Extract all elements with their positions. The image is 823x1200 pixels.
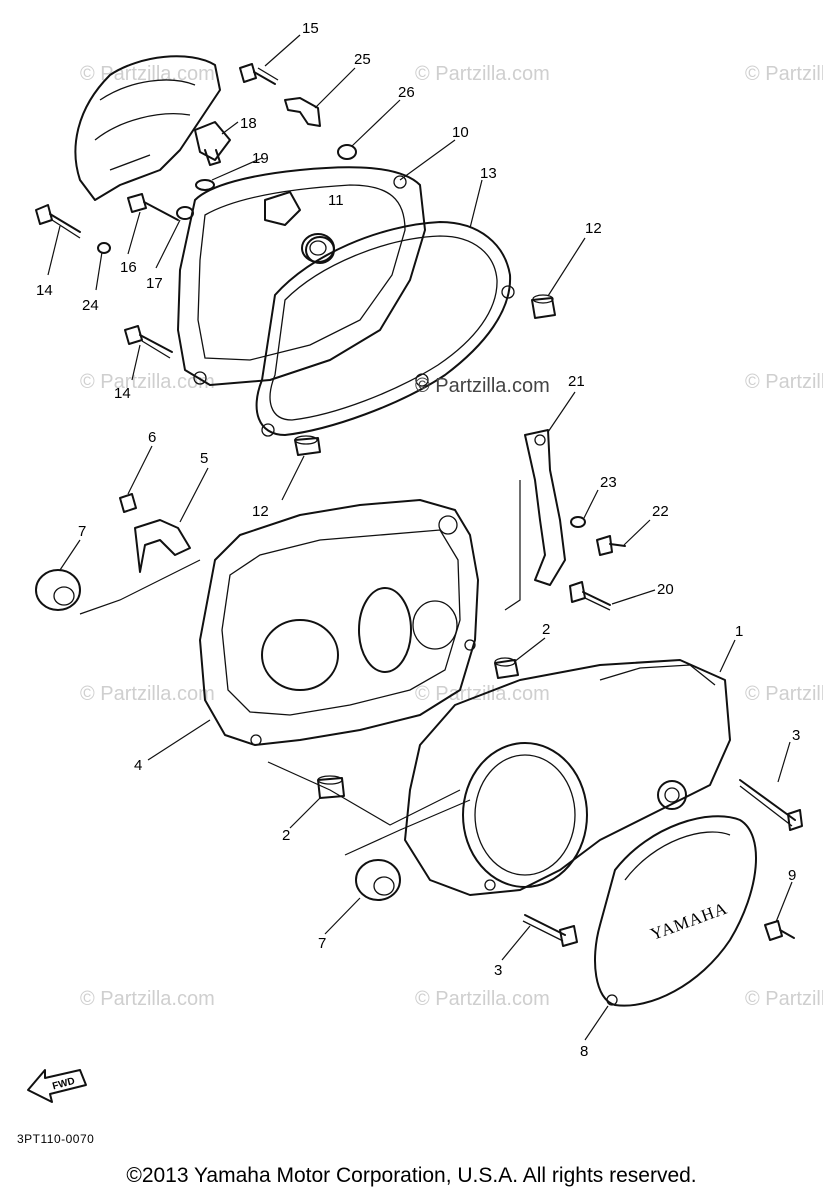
part-side-cover-8: YAMAHA <box>594 815 795 1007</box>
callout-label: 18 <box>240 115 257 132</box>
watermarks: © Partzilla.com © Partzilla.com © Partzi… <box>80 63 823 1010</box>
leader-lines <box>47 34 793 1041</box>
diagram-code: 3PT110-0070 <box>17 1132 95 1146</box>
watermark: © Partzilla.com <box>745 371 823 393</box>
callout-label: 8 <box>580 1043 588 1060</box>
parts-bolts-3 <box>522 779 803 947</box>
callouts: 15 25 26 18 10 19 13 11 12 14 24 16 17 1… <box>36 20 800 1060</box>
callout-label: 5 <box>200 450 208 467</box>
callout-label: 20 <box>657 581 674 598</box>
watermark: © Partzilla.com <box>80 371 215 393</box>
watermark: © Partzilla.com <box>745 683 823 705</box>
callout-label: 16 <box>120 259 137 276</box>
callout-label: 22 <box>652 503 669 520</box>
watermark: © Partzilla.com <box>745 63 823 85</box>
watermark: © Partzilla.com <box>745 988 823 1010</box>
watermark: © Partzilla.com <box>80 988 215 1010</box>
watermark: © Partzilla.com <box>415 63 550 85</box>
watermark-overlay: © Partzilla.com <box>415 375 550 397</box>
part-crankcase-left-4 <box>199 499 479 746</box>
callout-label: 12 <box>585 220 602 237</box>
callout-label: 15 <box>302 20 319 37</box>
part-bracket-21 <box>504 429 626 611</box>
copyright-notice: ©2013 Yamaha Motor Corporation, U.S.A. A… <box>126 1164 697 1187</box>
callout-label: 3 <box>792 727 800 744</box>
callout-label: 7 <box>78 523 86 540</box>
callout-label: 10 <box>452 124 469 141</box>
watermark: © Partzilla.com <box>80 63 215 85</box>
callout-label: 2 <box>542 621 550 638</box>
callout-label: 11 <box>328 192 344 209</box>
part-upper-guard <box>74 55 231 201</box>
callout-label: 19 <box>252 150 269 167</box>
callout-label: 17 <box>146 275 163 292</box>
parts-collars <box>267 657 519 901</box>
part-crankcase-right-1 <box>404 659 731 896</box>
callout-label: 26 <box>398 84 415 101</box>
callout-label: 14 <box>36 282 53 299</box>
callout-label: 12 <box>252 503 269 520</box>
parts-left-cluster <box>35 493 201 615</box>
callout-label: 14 <box>114 385 131 402</box>
part-crankcase-cover-10 <box>177 166 426 386</box>
callout-label: 4 <box>134 757 142 774</box>
callout-label: 23 <box>600 474 617 491</box>
callout-label: 9 <box>788 867 796 884</box>
callout-label: 24 <box>82 297 99 314</box>
callout-label: 2 <box>282 827 290 844</box>
callout-label: 25 <box>354 51 371 68</box>
cover-brand-text: YAMAHA <box>648 899 730 944</box>
callout-label: 7 <box>318 935 326 952</box>
small-parts-top <box>35 63 556 456</box>
callout-label: 6 <box>148 429 156 446</box>
watermark: © Partzilla.com <box>80 683 215 705</box>
callout-label: 3 <box>494 962 502 979</box>
part-gasket-13 <box>255 221 515 437</box>
watermark: © Partzilla.com <box>415 988 550 1010</box>
callout-label: 1 <box>735 623 743 640</box>
callout-label: 21 <box>568 373 585 390</box>
forward-direction-arrow: FWD <box>27 1069 87 1103</box>
callout-label: 13 <box>480 165 497 182</box>
